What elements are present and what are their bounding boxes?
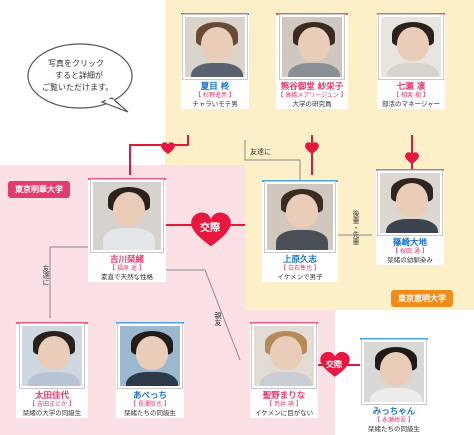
character-card-yoshikawa[interactable]: 吉川栞緒 【 福原 遥 】 素直で天然な性格 — [88, 178, 166, 282]
character-photo[interactable] — [280, 15, 344, 79]
character-name: 七瀬 凛 — [396, 82, 426, 92]
character-desc: 素直で天然な性格 — [101, 273, 153, 281]
character-photo[interactable] — [20, 324, 84, 388]
character-name: 聖野まりな — [262, 391, 306, 401]
character-actor: 【 桜田 通 】 — [392, 248, 428, 255]
character-desc: 栞緒の大学の同級生 — [22, 409, 82, 417]
character-photo[interactable] — [378, 171, 442, 235]
character-photo[interactable] — [252, 324, 316, 388]
heart-icon — [161, 142, 175, 154]
character-actor: 【 福原 遥 】 — [109, 265, 145, 272]
character-name: 熊谷御堂 紗栄子 — [280, 82, 344, 92]
character-actor: 【 杉野遥亮 】 — [195, 92, 235, 99]
character-desc: チャラいモテ男 — [192, 100, 238, 108]
character-desc: イケメンで男子 — [277, 273, 323, 281]
line-natsume-yoshikawa — [129, 135, 189, 175]
character-card-natsume[interactable]: 夏目 柊 【 杉野遥亮 】 チャラいモテ男 — [181, 13, 249, 109]
character-photo[interactable] — [91, 180, 163, 252]
line-yoshikawa-hino — [160, 269, 241, 361]
character-card-hino[interactable]: 聖野まりな 【 荒井 萌 】 イケメンに目がない — [250, 322, 318, 418]
heart-icon — [305, 142, 319, 154]
character-card-kamihara[interactable]: 上原久志 【 白石隼也 】 イケメンで男子 — [262, 180, 338, 282]
character-desc: 部活のマネージャー — [381, 100, 441, 108]
character-name: みっちゃん — [372, 407, 416, 417]
relation-senpai: 後輩・先輩 — [352, 210, 360, 245]
character-actor: 【 永瀬柊吾 】 — [374, 417, 414, 424]
character-desc: 栞緒の幼馴染み — [387, 256, 433, 264]
info-bubble — [27, 43, 133, 113]
character-card-micchan[interactable]: みっちゃん 【 永瀬柊吾 】 栞緒たちの同級生 — [360, 338, 428, 434]
heart-icon — [405, 152, 419, 164]
character-card-nanase[interactable]: 七瀬 凛 【 相楽 樹 】 部活のマネージャー — [377, 13, 445, 109]
character-card-ota[interactable]: 太田佳代 【 吉田まどか 】 栞緒の大学の同級生 — [16, 322, 88, 418]
character-card-abecchi[interactable]: あべっち 【 長澤航也 】 栞緒たちの同級生 — [116, 322, 184, 418]
relation-friend-top: 友達に — [250, 148, 271, 156]
info-line-1: 写真をクリック — [48, 59, 104, 68]
character-actor: 【 白石隼也 】 — [280, 265, 320, 272]
character-name: 太田佳代 — [34, 391, 69, 401]
character-desc: 栞緒たちの同級生 — [124, 409, 176, 417]
dating-heart-icon — [191, 212, 231, 247]
character-actor: 【 長澤航也 】 — [130, 401, 170, 408]
character-name: 篠崎大地 — [392, 238, 427, 248]
character-desc: 大学の研究員 — [292, 100, 332, 108]
character-desc: イケメンに目がない — [254, 409, 314, 417]
character-card-kumagai[interactable]: 熊谷御堂 紗栄子 【 高橋メアリージュン 】 大学の研究員 — [276, 13, 348, 109]
character-name: 上原久志 — [282, 255, 317, 265]
character-photo[interactable] — [183, 15, 247, 79]
character-name: あべっち — [132, 391, 167, 401]
relation-friend-left: 友達に — [42, 265, 50, 286]
zone-label-keimei: 東京恵明大学 — [391, 290, 453, 307]
character-actor: 【 吉田まどか 】 — [29, 401, 75, 408]
character-photo[interactable] — [265, 182, 335, 252]
zone-label-meika: 東京明華大学 — [8, 181, 70, 198]
character-card-shinose[interactable]: 篠崎大地 【 桜田 通 】 栞緒の幼馴染み — [376, 169, 444, 265]
character-desc: 栞緒たちの同級生 — [368, 425, 420, 433]
relation-close-friend: 親友 — [214, 312, 222, 326]
character-photo[interactable] — [379, 15, 443, 79]
character-actor: 【 高橋メアリージュン 】 — [277, 92, 347, 99]
info-line-2: すると詳細が — [55, 71, 103, 80]
character-photo[interactable] — [362, 340, 426, 404]
character-name: 夏目 柊 — [200, 82, 230, 92]
line-natsume-kamihara — [244, 140, 301, 180]
character-name: 吉川栞緒 — [109, 255, 144, 265]
info-line-3: ご覧いただけます。 — [42, 83, 114, 92]
character-actor: 【 相楽 樹 】 — [393, 92, 429, 99]
character-photo[interactable] — [118, 324, 182, 388]
relation-dating2-label: 交際 — [326, 360, 342, 369]
character-actor: 【 荒井 萌 】 — [266, 401, 302, 408]
relation-dating-label: 交際 — [200, 223, 220, 234]
dating2-heart-icon — [320, 351, 350, 377]
